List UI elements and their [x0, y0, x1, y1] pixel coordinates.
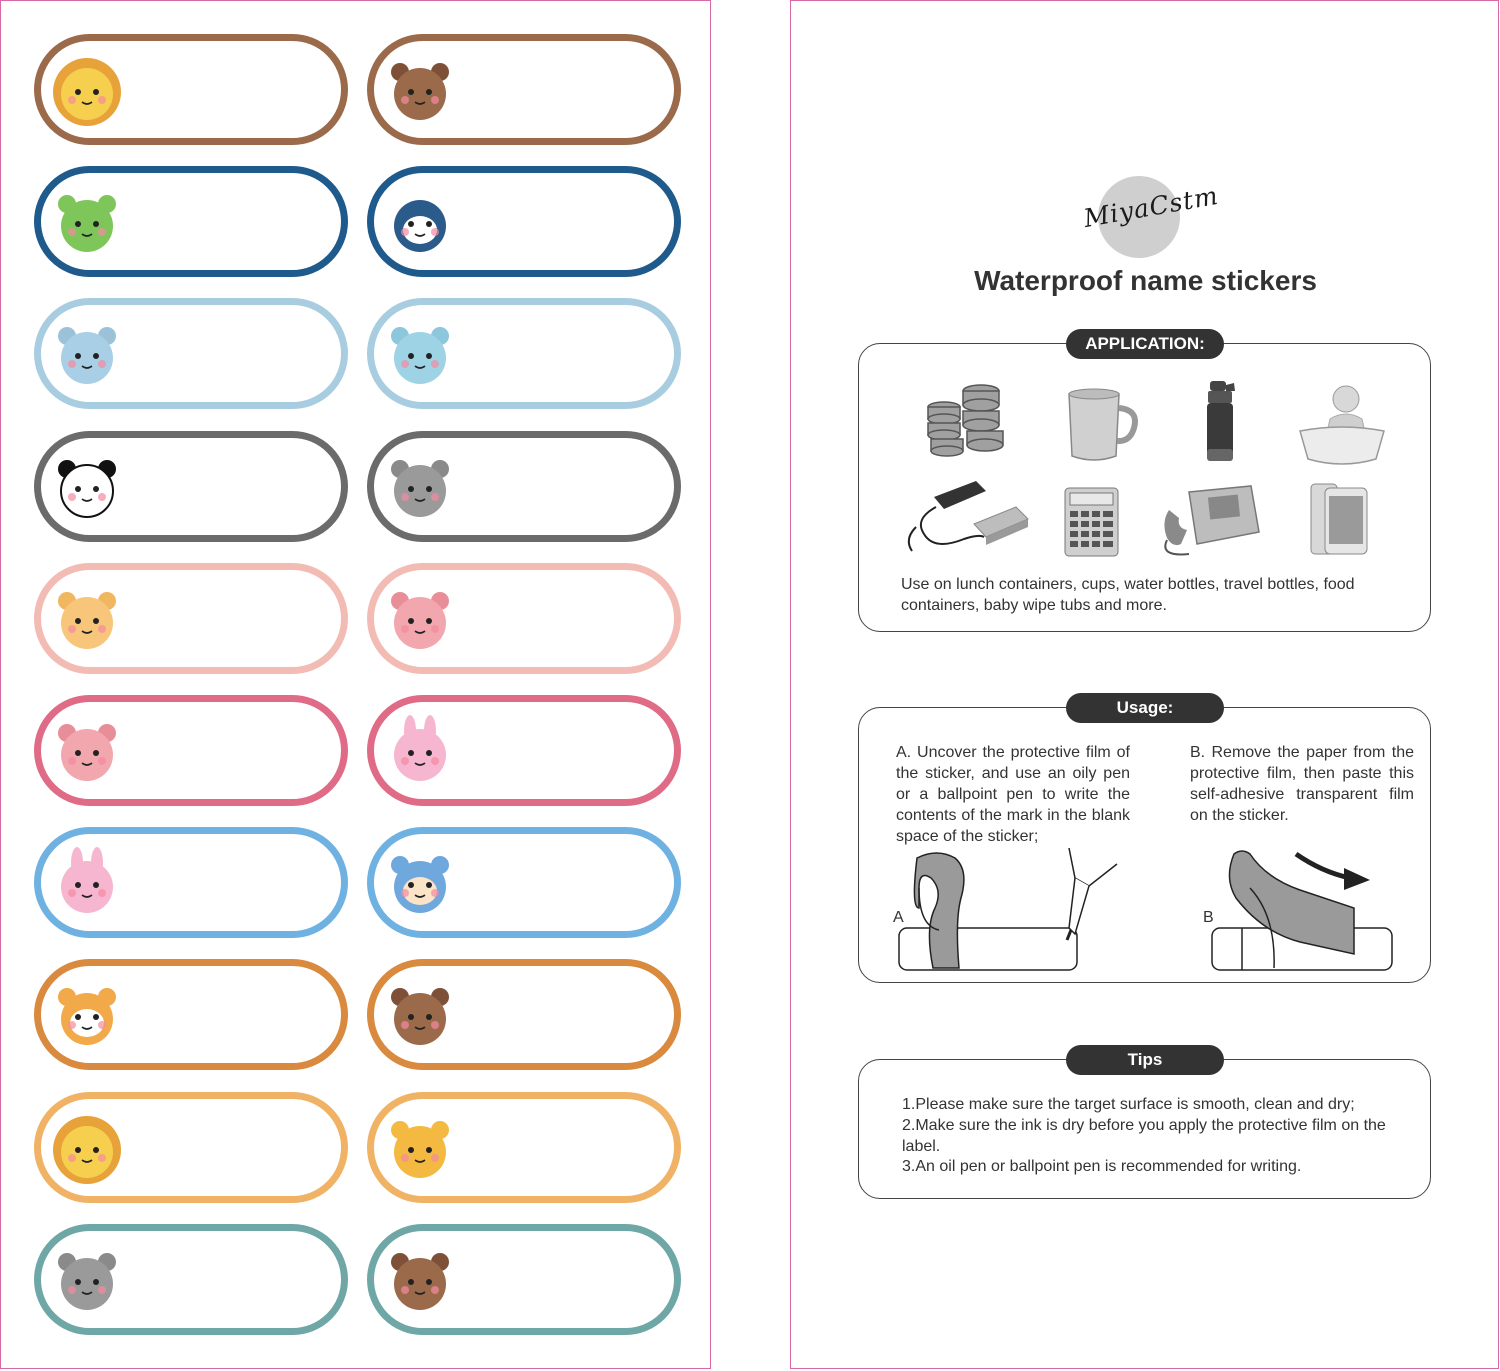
name-sticker — [367, 1223, 681, 1335]
bear-icon — [384, 1244, 456, 1316]
page-title: Waterproof name stickers — [974, 265, 1317, 296]
application-panel: Use on lunch containers, cups, water bot… — [858, 343, 1431, 632]
sticker-sheet — [0, 0, 711, 1369]
water-bottle-icon — [1204, 379, 1244, 474]
peel-and-write-diagram — [889, 847, 1129, 983]
lunch-container-icon — [919, 379, 1019, 474]
usage-panel: A. Uncover the protective film of the st… — [858, 707, 1431, 983]
name-sticker — [34, 562, 348, 674]
rabbit-icon — [384, 715, 456, 787]
brand-logo — [1098, 176, 1180, 258]
name-sticker — [367, 959, 681, 1071]
monkey-icon — [384, 847, 456, 919]
sticker-grid — [1, 1, 712, 1370]
name-sticker — [34, 1223, 348, 1335]
name-sticker — [367, 695, 681, 806]
application-label: APPLICATION: — [1066, 329, 1224, 359]
bear-icon — [384, 979, 456, 1051]
cat-icon — [384, 451, 456, 523]
tiger-icon — [51, 583, 123, 655]
name-sticker — [34, 430, 348, 542]
name-sticker — [367, 1091, 681, 1203]
fox-icon — [51, 979, 123, 1051]
name-sticker — [367, 430, 681, 542]
name-sticker — [367, 166, 681, 278]
elephant-icon — [384, 318, 456, 390]
cup-icon — [1064, 386, 1139, 471]
panda-icon — [51, 451, 123, 523]
tips-line-2: 2.Make sure the ink is dry before you ap… — [902, 1117, 1386, 1155]
baby-tub-icon — [1294, 379, 1389, 474]
frog-icon — [51, 186, 123, 258]
apply-film-diagram — [1204, 848, 1404, 983]
application-description: Use on lunch containers, cups, water bot… — [901, 576, 1355, 614]
lion-icon — [51, 1112, 123, 1184]
tips-line-1: 1.Please make sure the target surface is… — [902, 1096, 1355, 1113]
rhino-icon — [51, 318, 123, 390]
name-sticker — [34, 166, 348, 278]
usage-step-a: A. Uncover the protective film of the st… — [896, 744, 1130, 845]
bear-icon — [384, 54, 456, 126]
pig-icon — [51, 715, 123, 787]
rabbit-icon — [51, 847, 123, 919]
pig-icon — [384, 583, 456, 655]
diagram-a-label: A — [893, 909, 904, 926]
giraffe-icon — [384, 1112, 456, 1184]
name-sticker — [34, 827, 348, 939]
info-sheet: MiyaCstm Waterproof name stickers — [790, 0, 1499, 1369]
calculator-icon — [1064, 487, 1119, 562]
cat-icon — [51, 1244, 123, 1316]
name-sticker — [367, 298, 681, 410]
name-sticker — [34, 695, 348, 806]
tips-panel: 1.Please make sure the target surface is… — [858, 1059, 1431, 1199]
name-sticker — [367, 827, 681, 939]
penguin-icon — [384, 186, 456, 258]
usage-label: Usage: — [1066, 693, 1224, 723]
smartphone-icon — [1309, 482, 1371, 562]
tips-label: Tips — [1066, 1045, 1224, 1075]
name-sticker — [34, 1091, 348, 1203]
power-bank-icon — [904, 479, 1034, 569]
name-sticker — [34, 959, 348, 1071]
tips-line-3: 3.An oil pen or ballpoint pen is recomme… — [902, 1158, 1302, 1175]
usage-step-b: B. Remove the paper from the protective … — [1190, 744, 1414, 824]
diagram-b-label: B — [1203, 909, 1214, 926]
name-sticker — [367, 34, 681, 145]
name-sticker — [34, 298, 348, 410]
name-sticker — [367, 562, 681, 674]
lion-icon — [51, 54, 123, 126]
name-sticker — [34, 34, 348, 145]
telephone-icon — [1159, 482, 1264, 567]
